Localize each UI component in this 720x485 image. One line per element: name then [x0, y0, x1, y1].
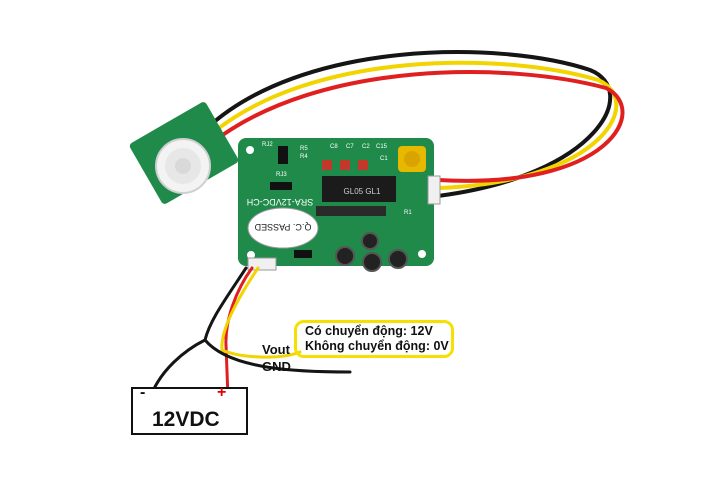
component-label: RJ3	[276, 172, 287, 178]
vout-label: Vout	[262, 342, 290, 357]
component-label: C15	[376, 144, 388, 150]
callout-no-motion-line: Không chuyển động: 0V	[305, 339, 449, 353]
minus-terminal-label: -	[140, 384, 146, 401]
power-supply-box	[131, 387, 248, 435]
ic-chip	[322, 176, 396, 202]
component-label: R4	[300, 154, 308, 160]
output-callout-box	[294, 320, 454, 358]
component-label: C8	[330, 144, 338, 150]
component-label: R5	[300, 146, 308, 152]
power-supply-label: 12VDC	[152, 408, 220, 431]
pir-sensor	[129, 102, 239, 204]
sensor-cable	[203, 50, 625, 198]
component-label: C2	[362, 144, 370, 150]
output-connector	[247, 257, 277, 271]
component-label: RJ2	[262, 142, 273, 148]
output-wires	[148, 266, 352, 400]
ic-label: GL05 GL1	[344, 187, 381, 196]
sensor-connector	[427, 175, 441, 205]
pcb-board: GL05 GL1 Q.C. PASSED SRA-12VDC-CH	[238, 138, 441, 272]
component-label: R1	[404, 210, 412, 216]
component-label: C1	[380, 156, 388, 162]
callout-motion-line: Có chuyển động: 12V	[305, 324, 433, 338]
gnd-label: GND	[262, 359, 291, 374]
model-label: SRA-12VDC-CH	[247, 197, 314, 207]
component-label: C7	[346, 144, 354, 150]
plus-terminal-label: +	[217, 384, 227, 401]
qc-sticker: Q.C. PASSED	[254, 222, 311, 232]
